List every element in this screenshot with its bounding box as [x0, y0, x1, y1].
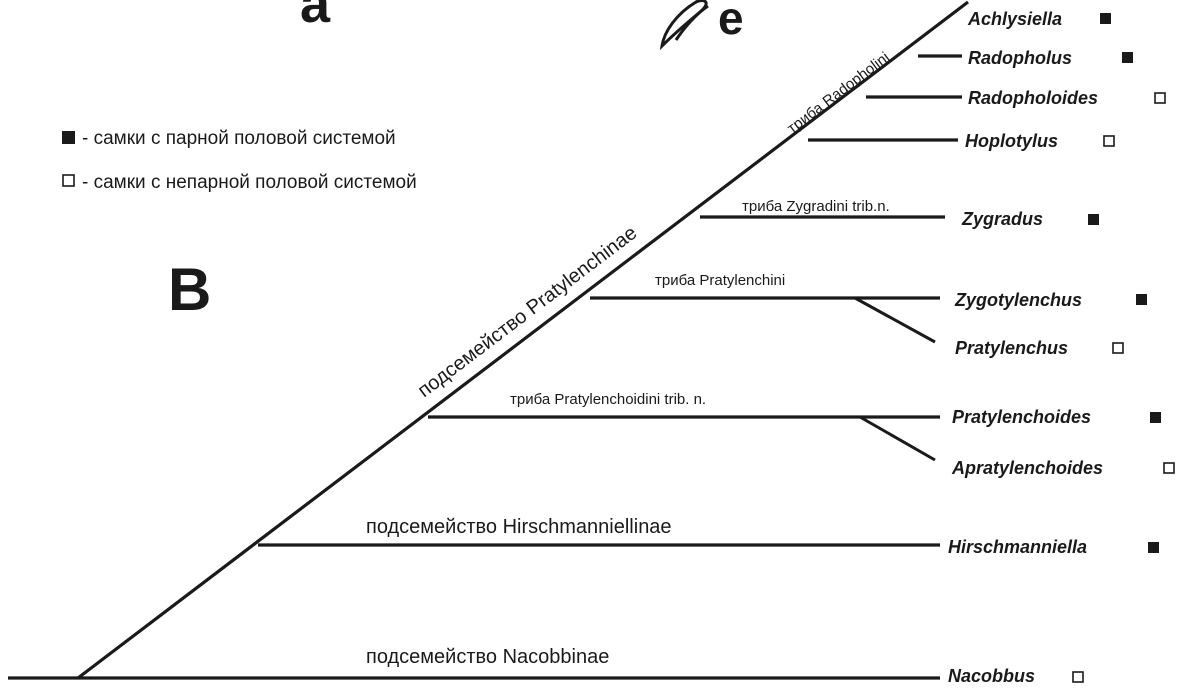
- genus-radopholus: Radopholus: [968, 48, 1133, 68]
- genus-name: Hirschmanniella: [948, 537, 1087, 557]
- genus-name: Hoplotylus: [965, 131, 1058, 151]
- genus-name: Zygotylenchus: [954, 290, 1082, 310]
- unpaired-square-icon: [1163, 462, 1175, 474]
- branch-apratylenchoides: [859, 415, 936, 462]
- label-subfamily-nacobbinae: подсемейство Nacobbinae: [366, 646, 609, 668]
- paired-square-icon: [1136, 294, 1147, 305]
- stray-figure-mark-inner: [674, 4, 709, 41]
- legend-filled-square-icon: [62, 131, 75, 144]
- paired-square-icon: [1148, 542, 1159, 553]
- label-tribe-zygradini: триба Zygradini trib.n.: [742, 198, 890, 215]
- label-tribe-pratylenchini: триба Pratylenchini: [655, 272, 785, 289]
- unpaired-square-icon: [1154, 92, 1166, 104]
- genus-zygradus: Zygradus: [961, 209, 1099, 229]
- paired-square-icon: [1100, 13, 1111, 24]
- paired-square-icon: [1088, 214, 1099, 225]
- panel-letter-b: B: [168, 256, 211, 323]
- genus-name: Apratylenchoides: [951, 458, 1103, 478]
- panel-letter-a: a: [300, 0, 331, 34]
- legend-open-square-icon: [62, 174, 75, 187]
- unpaired-square-icon: [1072, 671, 1084, 683]
- genus-name: Pratylenchoides: [952, 407, 1091, 427]
- branch-pratylenchus: [854, 296, 936, 344]
- genus-radopholoides: Radopholoides: [968, 88, 1166, 108]
- legend-paired-text: - самки с парной половой системой: [82, 128, 396, 149]
- label-tribe-radopholini: триба Radopholini: [784, 49, 893, 137]
- genus-hoplotylus: Hoplotylus: [965, 131, 1115, 151]
- panel-letter-e: e: [718, 0, 744, 44]
- genus-name: Radopholus: [968, 48, 1072, 68]
- genus-name: Achlysiella: [967, 9, 1062, 29]
- stray-figure-mark: [659, 0, 708, 51]
- genus-achlysiella: Achlysiella: [967, 9, 1111, 29]
- unpaired-square-icon: [1112, 342, 1124, 354]
- genus-name: Radopholoides: [968, 88, 1098, 108]
- genus-name: Zygradus: [961, 209, 1043, 229]
- label-tribe-pratylenchoidini: триба Pratylenchoidini trib. n.: [510, 391, 706, 408]
- genus-name: Nacobbus: [948, 666, 1035, 686]
- paired-square-icon: [1150, 412, 1161, 423]
- genus-apratylenchoides: Apratylenchoides: [951, 458, 1175, 478]
- genus-zygotylenchus: Zygotylenchus: [954, 290, 1147, 310]
- unpaired-square-icon: [1103, 135, 1115, 147]
- main-trunk: [77, 0, 969, 680]
- genus-pratylenchoides: Pratylenchoides: [952, 407, 1161, 427]
- genus-name: Pratylenchus: [955, 338, 1068, 358]
- genus-hirschmanniella: Hirschmanniella: [948, 537, 1159, 557]
- label-subfamily-pratylenchinae: подсемейство Pratylenchinae: [414, 222, 641, 402]
- genus-pratylenchus: Pratylenchus: [955, 338, 1124, 358]
- genus-nacobbus: Nacobbus: [948, 666, 1084, 686]
- legend-unpaired-text: - самки с непарной половой системой: [82, 172, 417, 193]
- paired-square-icon: [1122, 52, 1133, 63]
- label-subfamily-hirschmanniellinae: подсемейство Hirschmanniellinae: [366, 516, 672, 538]
